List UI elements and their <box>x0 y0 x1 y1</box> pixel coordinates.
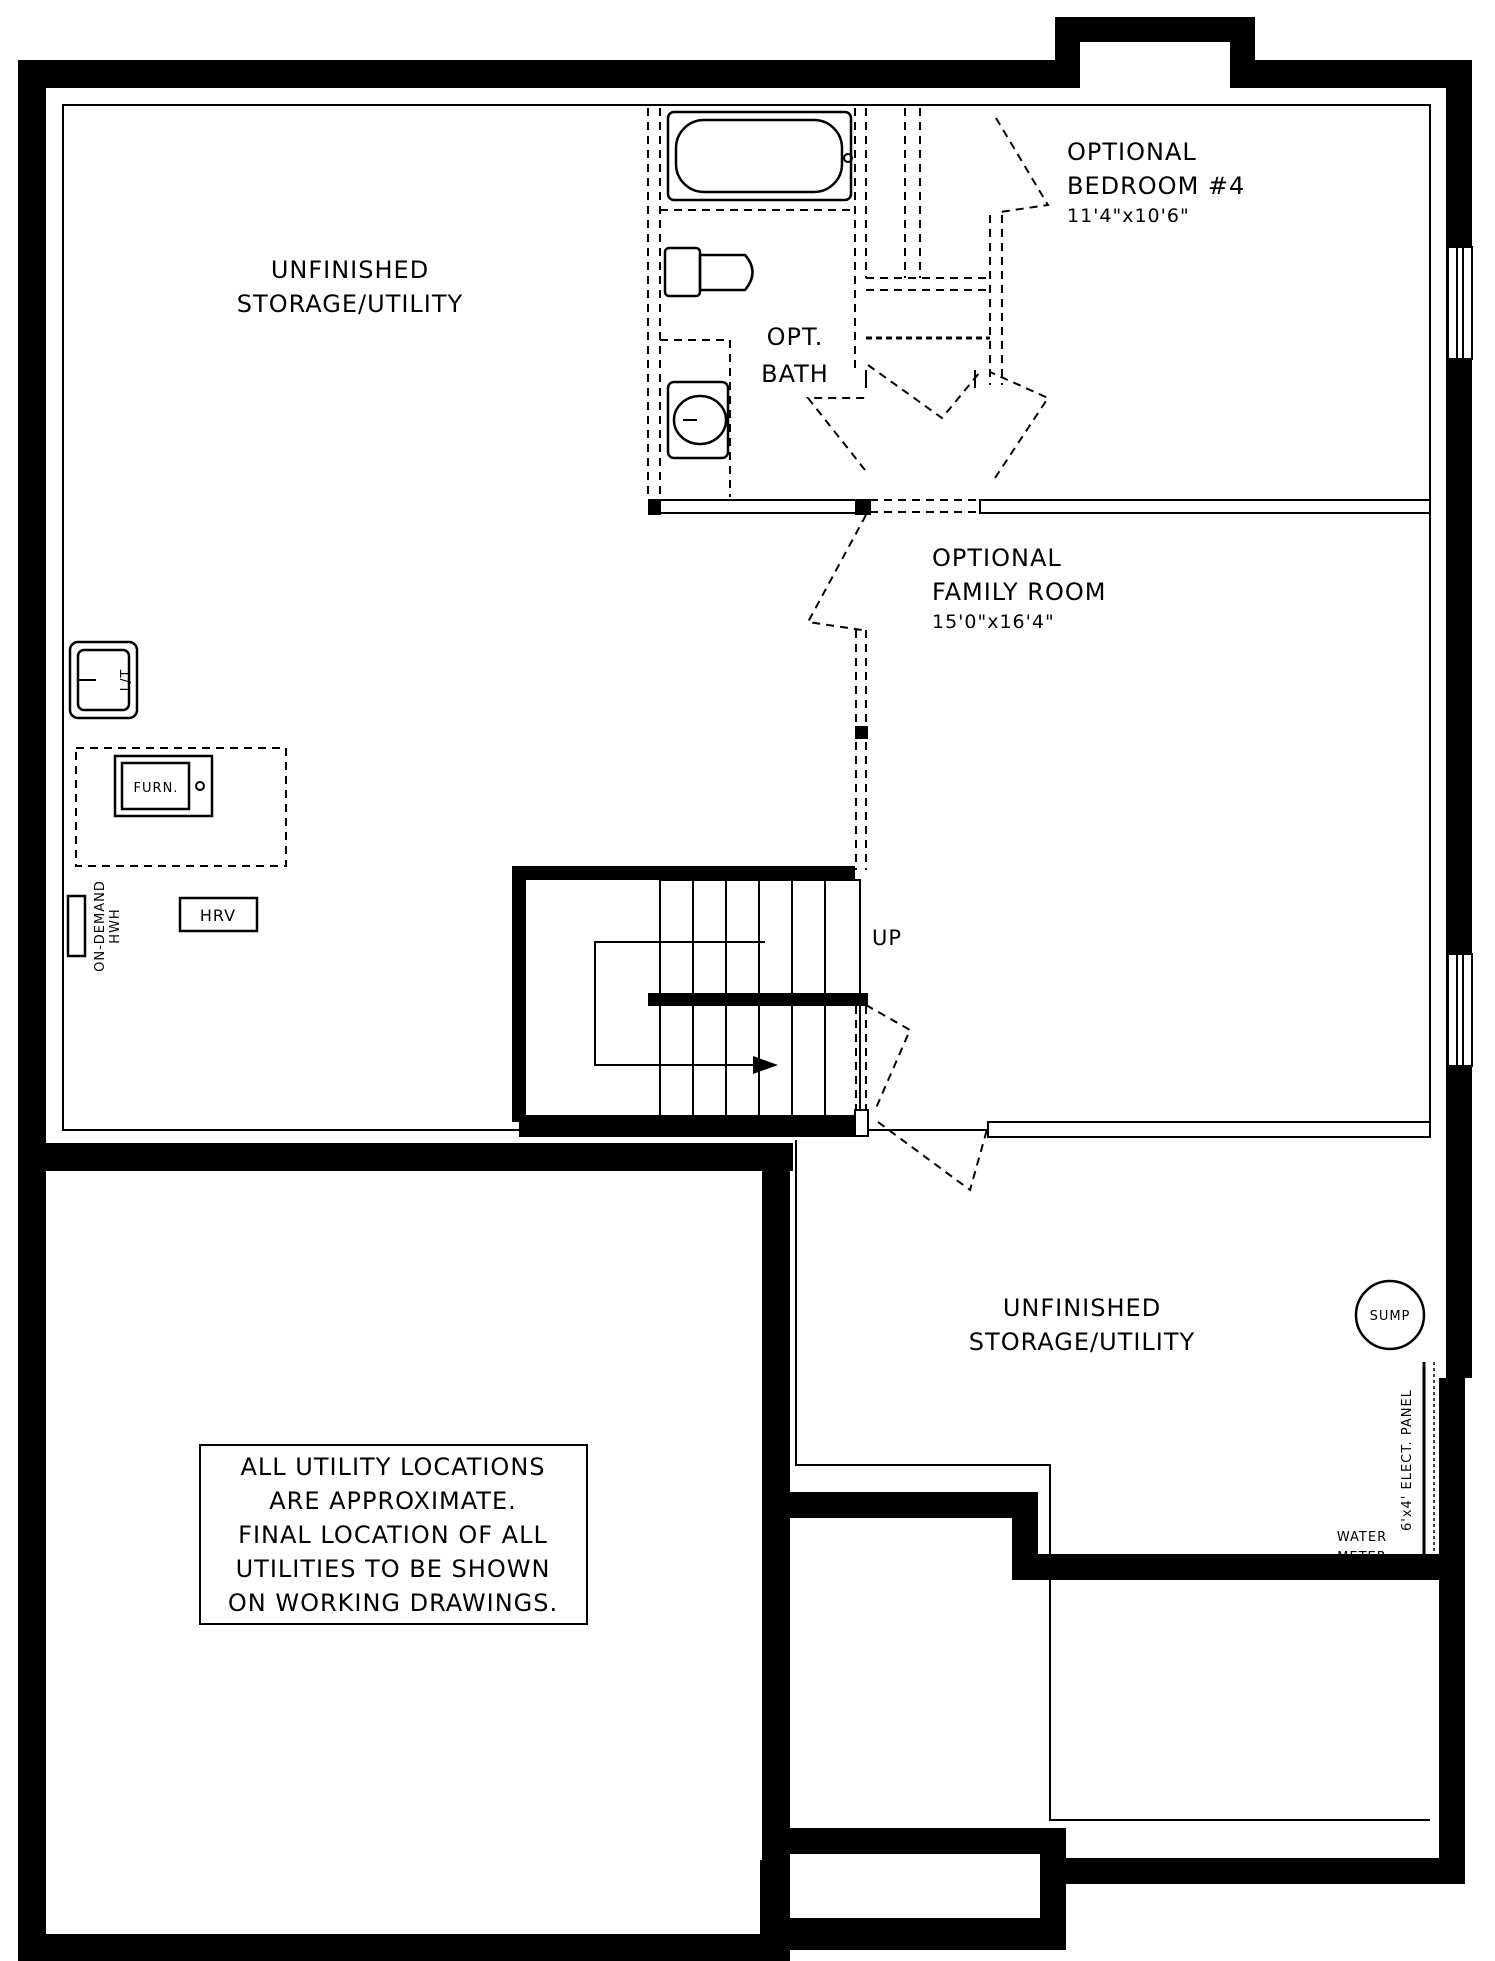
bath-sink <box>666 380 730 460</box>
storage-right-label-line2: STORAGE/UTILITY <box>969 1328 1195 1356</box>
storage-left-label-line1: UNFINISHED <box>271 256 429 284</box>
note-line-3: FINAL LOCATION OF ALL <box>238 1521 548 1549</box>
toilet <box>663 246 754 298</box>
hrv-label: HRV <box>200 906 236 925</box>
on-demand-hwh: ON-DEMAND HWH <box>66 880 123 972</box>
bedroom-dims: 11'4"x10'6" <box>1067 205 1190 227</box>
note-line-1: ALL UTILITY LOCATIONS <box>240 1453 545 1481</box>
water-meter-label-line1: WATER <box>1337 1530 1387 1545</box>
family-room-label-line2: FAMILY ROOM <box>932 578 1106 606</box>
family-room-dims: 15'0"x16'4" <box>932 611 1055 633</box>
bedroom-label-line2: BEDROOM #4 <box>1067 172 1245 200</box>
bathtub <box>666 110 853 202</box>
bedroom-label-line1: OPTIONAL <box>1067 138 1197 166</box>
note-line-4: UTILITIES TO BE SHOWN <box>236 1555 551 1583</box>
note-line-5: ON WORKING DRAWINGS. <box>228 1589 558 1617</box>
stair <box>512 866 868 1137</box>
exterior-walls <box>18 17 1472 1961</box>
window-upper <box>1447 246 1473 360</box>
panel-label: 6'x4' ELECT. PANEL <box>1400 1389 1415 1531</box>
hwh-label-line2: HWH <box>108 908 123 943</box>
window-lower <box>1447 953 1473 1067</box>
furnace-label: FURN. <box>134 781 179 796</box>
sump-pit: SUMP <box>1354 1279 1426 1351</box>
laundry-tub: L/T <box>68 640 139 720</box>
bath-label-line1: OPT. <box>767 323 824 351</box>
family-room-label-line1: OPTIONAL <box>932 544 1062 572</box>
utility-note: ALL UTILITY LOCATIONS ARE APPROXIMATE. F… <box>199 1444 588 1625</box>
hrv: HRV <box>178 896 259 933</box>
laundry-tub-label: L/T <box>119 669 134 692</box>
partition-walls <box>648 499 1431 1138</box>
water-meter-label-line2: METER <box>1337 1550 1387 1565</box>
bath-label-line2: BATH <box>761 360 829 388</box>
note-line-2: ARE APPROXIMATE. <box>269 1487 517 1515</box>
storage-right-label-line1: UNFINISHED <box>1003 1294 1161 1322</box>
electrical-panel: 6'x4' ELECT. PANEL <box>1400 1362 1435 1560</box>
hwh-label-line1: ON-DEMAND <box>93 880 108 972</box>
water-meter: WATER METER <box>1337 1530 1387 1580</box>
storage-left-label-line2: STORAGE/UTILITY <box>237 290 463 318</box>
optional-bath-partitions <box>647 108 1003 497</box>
sump-label: SUMP <box>1370 1309 1411 1324</box>
furnace: FURN. <box>75 747 287 867</box>
door-swings <box>805 117 1050 1192</box>
stair-up-label: UP <box>872 926 902 950</box>
